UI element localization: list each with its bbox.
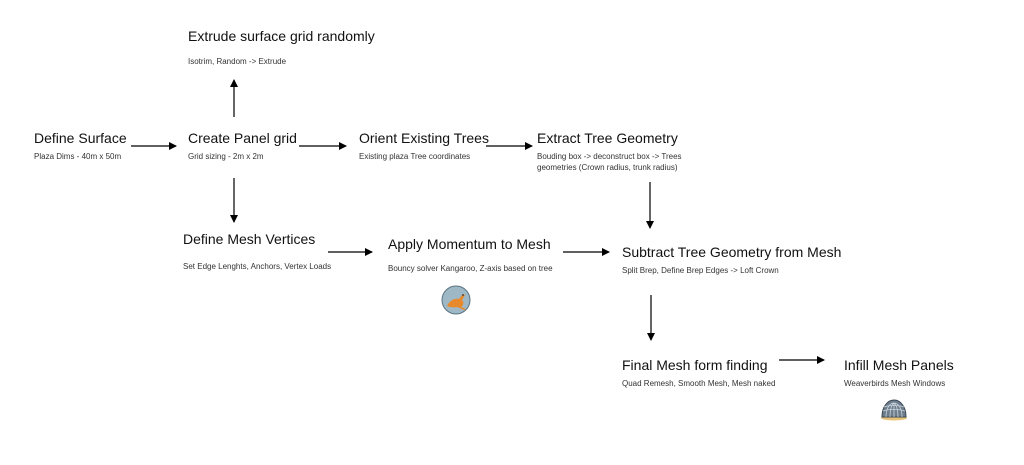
node-orient-existing-trees: Orient Existing Trees Existing plaza Tre… (359, 130, 489, 162)
node-subtitle: Plaza Dims - 40m x 50m (34, 152, 122, 161)
node-title: Create Panel grid (188, 130, 297, 146)
node-title: Define Mesh Vertices (183, 231, 316, 247)
node-define-surface: Define Surface Plaza Dims - 40m x 50m (34, 130, 127, 162)
node-subtitle: Set Edge Lenghts, Anchors, Vertex Loads (183, 262, 332, 271)
node-subtitle: Grid sizing - 2m x 2m (188, 152, 264, 161)
node-subtitle: Split Brep, Define Brep Edges -> Loft Cr… (622, 266, 779, 275)
node-title: Final Mesh form finding (622, 357, 768, 373)
kangaroo-plugin-icon (440, 284, 472, 316)
weaverbird-plugin-icon (878, 396, 910, 422)
node-title: Subtract Tree Geometry from Mesh (622, 244, 842, 260)
node-subtitle: Weaverbirds Mesh Windows (844, 379, 946, 388)
node-apply-momentum: Apply Momentum to Mesh Bouncy solver Kan… (388, 236, 553, 274)
node-subtract-tree-geometry: Subtract Tree Geometry from Mesh Split B… (622, 244, 841, 276)
node-extrude-surface: Extrude surface grid randomly Isotrim, R… (188, 28, 375, 67)
node-subtitle: Quad Remesh, Smooth Mesh, Mesh naked (622, 379, 776, 388)
node-title: Orient Existing Trees (359, 130, 489, 146)
node-title: Infill Mesh Panels (844, 357, 954, 373)
node-final-mesh-form-finding: Final Mesh form finding Quad Remesh, Smo… (622, 357, 775, 389)
node-extract-tree-geometry: Extract Tree Geometry Bouding box -> dec… (537, 130, 687, 173)
node-title: Extract Tree Geometry (537, 130, 678, 146)
node-infill-mesh-panels: Infill Mesh Panels Weaverbirds Mesh Wind… (844, 357, 954, 389)
node-define-mesh-vertices: Define Mesh Vertices Set Edge Lenghts, A… (183, 231, 331, 272)
node-title: Extrude surface grid randomly (188, 28, 375, 44)
node-title: Apply Momentum to Mesh (388, 236, 551, 252)
node-subtitle: Isotrim, Random -> Extrude (188, 57, 287, 66)
node-subtitle: Bouding box -> deconstruct box -> Trees … (537, 152, 682, 172)
node-title: Define Surface (34, 130, 127, 146)
node-subtitle: Existing plaza Tree coordinates (359, 152, 471, 161)
node-create-panel-grid: Create Panel grid Grid sizing - 2m x 2m (188, 130, 297, 162)
node-subtitle: Bouncy solver Kangaroo, Z-axis based on … (388, 264, 553, 273)
